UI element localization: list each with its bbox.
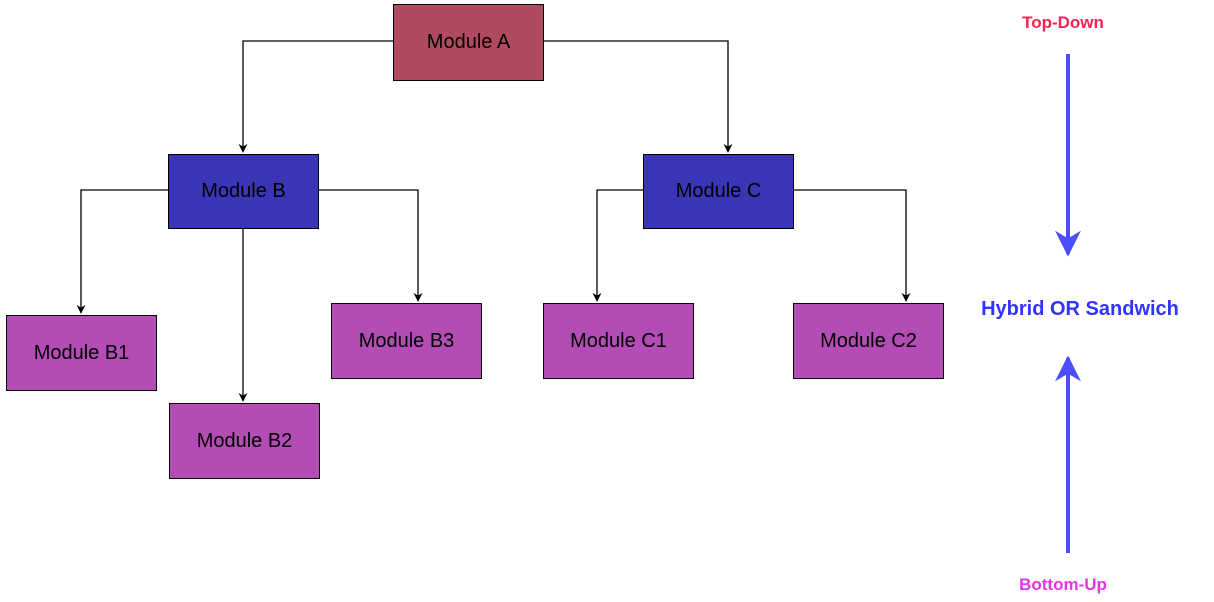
hybrid-sandwich-label: Hybrid OR Sandwich <box>981 298 1179 320</box>
connector-c-to-c1 <box>592 189 643 302</box>
module-b2-box: Module B2 <box>169 403 320 479</box>
module-c-box: Module C <box>643 154 794 229</box>
module-b-box: Module B <box>168 154 319 229</box>
connector-a-to-b <box>238 40 393 153</box>
module-a-box: Module A <box>393 4 544 81</box>
top-down-label: Top-Down <box>1022 13 1104 32</box>
module-b3-box: Module B3 <box>331 303 482 379</box>
bottom-up-label: Bottom-Up <box>1019 575 1107 594</box>
connector-c-to-c2 <box>794 189 911 302</box>
connector-b-to-b3 <box>319 189 423 302</box>
module-b1-box: Module B1 <box>6 315 157 391</box>
connector-b-to-b1 <box>76 189 168 314</box>
module-c2-box: Module C2 <box>793 303 944 379</box>
connector-a-to-c <box>544 40 733 153</box>
module-c1-box: Module C1 <box>543 303 694 379</box>
